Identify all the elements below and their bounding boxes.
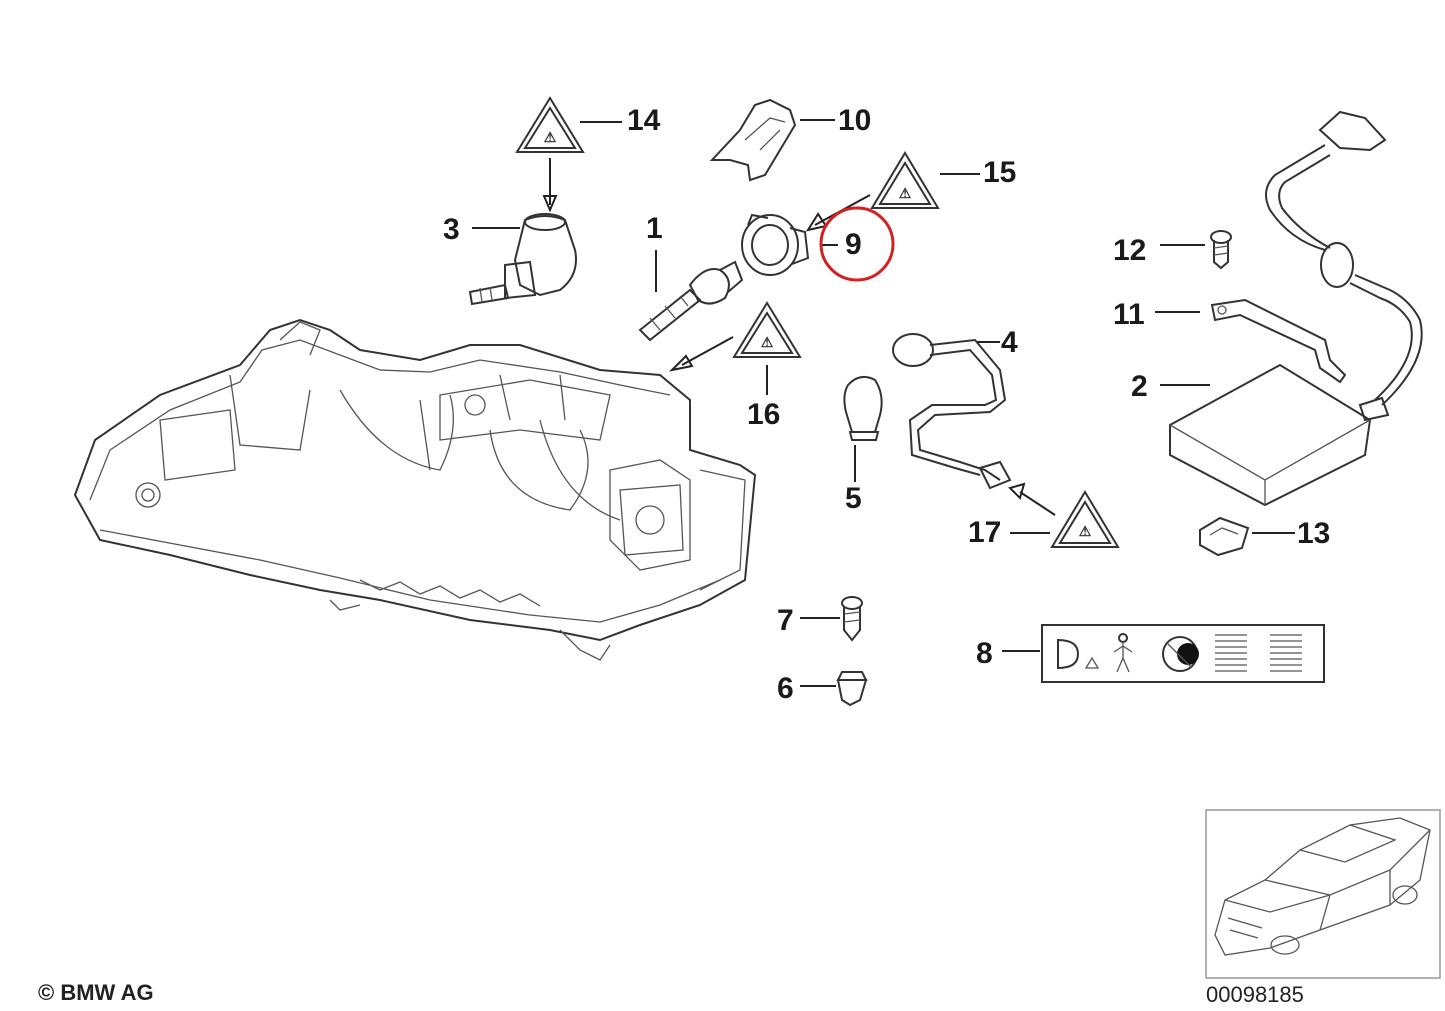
warning-triangle-icon: ⚠	[732, 301, 802, 358]
part-label-15[interactable]: 15	[983, 156, 1016, 189]
part-labels: 14 10 15 3 1 9 12 11 4 2 16 5 17 13 7 8 …	[443, 104, 1330, 705]
part-label-7[interactable]: 7	[777, 604, 794, 637]
part-label-5[interactable]: 5	[845, 482, 862, 515]
ballast-unit-part	[1169, 363, 1390, 507]
warning-triangle-icon: ⚠	[1050, 490, 1120, 548]
stripe-block	[1215, 634, 1302, 672]
diagram-id: 00098185	[1206, 982, 1304, 1007]
clip-nut-part	[1199, 516, 1250, 557]
car-thumbnail	[1205, 809, 1441, 979]
warning-triangle-icon: ⚠	[515, 96, 585, 153]
part-label-8[interactable]: 8	[976, 637, 993, 670]
part-label-17[interactable]: 17	[968, 516, 1001, 549]
socket-cable-part	[892, 333, 1012, 490]
screw-part	[1210, 230, 1232, 270]
svg-text:⚠: ⚠	[899, 185, 912, 201]
headlight-housing	[73, 318, 757, 661]
small-bulb-part	[843, 375, 883, 441]
xenon-bulb-part	[638, 260, 744, 342]
part-label-16[interactable]: 16	[747, 398, 780, 431]
part-label-4[interactable]: 4	[1001, 326, 1018, 359]
part-label-3[interactable]: 3	[443, 213, 460, 246]
part-label-1[interactable]: 1	[646, 212, 663, 245]
screw-small-part	[841, 596, 863, 642]
headlight-symbol-icon	[1057, 638, 1100, 670]
svg-text:⚠: ⚠	[1079, 523, 1092, 539]
ballast-cable-part	[1265, 110, 1423, 406]
part-label-12[interactable]: 12	[1113, 234, 1146, 267]
svg-text:⚠: ⚠	[544, 129, 557, 145]
light-pattern-icon	[1162, 636, 1199, 672]
expanding-nut-part	[836, 671, 868, 707]
part-label-14[interactable]: 14	[627, 104, 661, 137]
part-label-13[interactable]: 13	[1297, 517, 1330, 550]
part-label-10[interactable]: 10	[838, 104, 871, 137]
highlight-circle	[819, 206, 895, 282]
svg-text:⚠: ⚠	[761, 334, 774, 350]
label-sticker-part	[1041, 624, 1325, 683]
clip-part	[709, 98, 797, 182]
bulb-socket-part	[468, 213, 577, 306]
part-label-11[interactable]: 11	[1113, 298, 1145, 331]
part-label-9[interactable]: 9	[845, 228, 862, 261]
bulb-holder-ring-part	[741, 213, 810, 276]
bracket-part	[1210, 298, 1347, 384]
part-label-6[interactable]: 6	[777, 672, 794, 705]
part-label-2[interactable]: 2	[1131, 370, 1148, 403]
pedestrian-icon	[1113, 633, 1133, 673]
warning-triangle-icon: ⚠	[870, 151, 940, 209]
copyright-text: © BMW AG	[38, 980, 154, 1005]
